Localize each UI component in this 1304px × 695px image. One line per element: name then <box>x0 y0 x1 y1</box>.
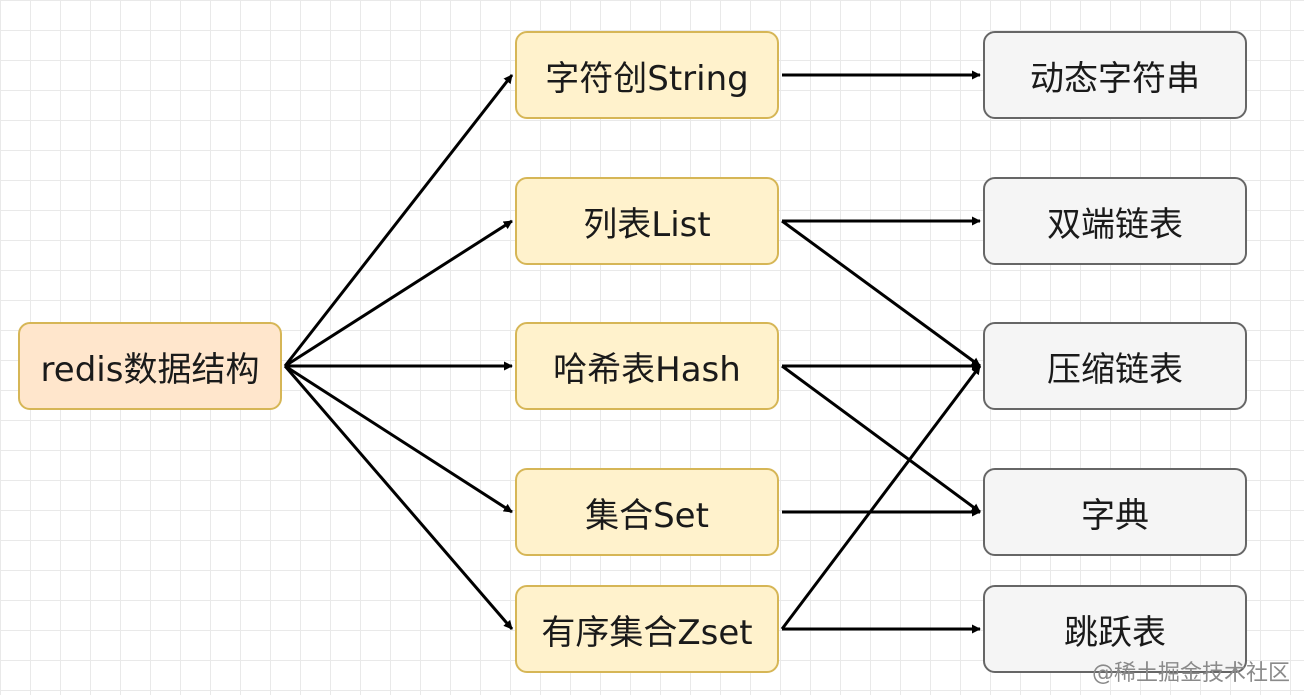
edge-root-to-t1 <box>284 219 513 368</box>
node-string[interactable]: 字符创String <box>515 31 779 119</box>
edge-t2-to-i3 <box>781 364 981 514</box>
node-set[interactable]: 集合Set <box>515 468 779 556</box>
edge-t4-to-i2 <box>780 365 982 630</box>
edge-root-to-t4 <box>283 365 514 630</box>
node-dict[interactable]: 字典 <box>983 468 1247 556</box>
node-redis-data-structure[interactable]: redis数据结构 <box>18 322 282 410</box>
node-skiplist[interactable]: 跳跃表 <box>983 585 1247 673</box>
node-ziplist[interactable]: 压缩链表 <box>983 322 1247 410</box>
edge-root-to-t3 <box>284 364 513 514</box>
node-linkedlist[interactable]: 双端链表 <box>983 177 1247 265</box>
edge-root-to-t0 <box>283 74 514 367</box>
edge-t1-to-i2 <box>781 219 981 368</box>
node-sds[interactable]: 动态字符串 <box>983 31 1247 119</box>
node-zset[interactable]: 有序集合Zset <box>515 585 779 673</box>
node-hash[interactable]: 哈希表Hash <box>515 322 779 410</box>
watermark: @稀土掘金技术社区 <box>1091 661 1290 686</box>
node-list[interactable]: 列表List <box>515 177 779 265</box>
